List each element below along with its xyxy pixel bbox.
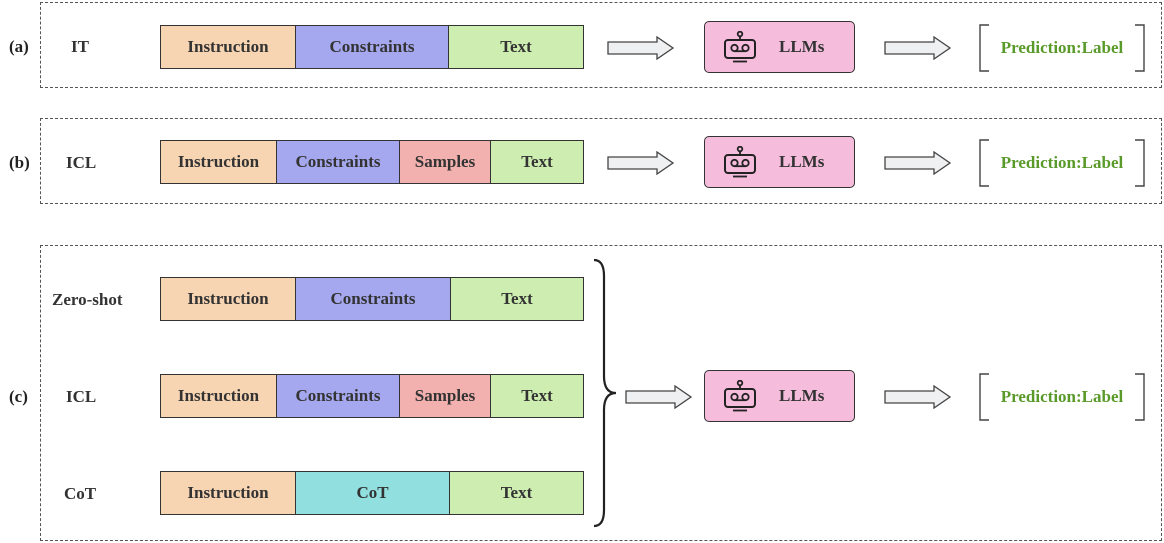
segment-constraints: Constraints (277, 141, 400, 183)
right-arrow-icon (884, 151, 952, 175)
right-arrow-icon (607, 151, 675, 175)
right-arrow-icon (884, 36, 952, 60)
segment-instruction: Instruction (161, 26, 296, 68)
segment-instruction: Instruction (161, 278, 296, 320)
prediction-output-c: Prediction:Label (978, 373, 1146, 421)
prompt-bar-it: Instruction Constraints Text (160, 25, 584, 69)
prompt-bar-zero-shot: Instruction Constraints Text (160, 277, 584, 321)
llm-box-c: LLMs (704, 370, 855, 422)
segment-samples: Samples (400, 375, 491, 417)
segment-instruction: Instruction (161, 472, 296, 514)
segment-text: Text (450, 472, 583, 514)
method-label-zero-shot: Zero-shot (52, 290, 123, 309)
panel-c (40, 245, 1162, 541)
method-label-it: IT (71, 37, 89, 56)
llm-label: LLMs (779, 152, 825, 171)
segment-instruction: Instruction (161, 375, 277, 417)
method-label-icl: ICL (66, 153, 97, 172)
segment-cot: CoT (296, 472, 450, 514)
panel-label-a: (a) (9, 37, 29, 56)
prediction-label: Prediction:Label (1000, 387, 1124, 406)
llm-label: LLMs (779, 386, 825, 405)
method-label-icl: ICL (66, 387, 97, 406)
right-arrow-icon (607, 36, 675, 60)
right-bracket-icon (1135, 139, 1145, 187)
segment-instruction: Instruction (161, 141, 277, 183)
right-bracket-icon (1135, 24, 1145, 72)
right-bracket-icon (1135, 373, 1145, 421)
segment-constraints: Constraints (277, 375, 400, 417)
llm-box-b: LLMs (704, 136, 855, 188)
prediction-output-b: Prediction:Label (978, 139, 1146, 187)
right-arrow-icon (625, 385, 693, 409)
segment-text: Text (491, 141, 583, 183)
panel-label-b: (b) (9, 153, 30, 172)
right-brace-icon (593, 258, 617, 528)
panel-a (40, 2, 1162, 88)
prediction-output-a: Prediction:Label (978, 24, 1146, 72)
segment-text: Text (491, 375, 583, 417)
left-bracket-icon (979, 373, 989, 421)
prompt-bar-icl: Instruction Constraints Samples Text (160, 140, 584, 184)
robot-icon (724, 380, 756, 412)
robot-icon (724, 31, 756, 63)
right-arrow-icon (884, 385, 952, 409)
panel-label-c: (c) (9, 387, 28, 406)
left-bracket-icon (979, 24, 989, 72)
panel-b (40, 118, 1162, 204)
segment-constraints: Constraints (296, 278, 451, 320)
method-label-cot: CoT (64, 484, 97, 503)
robot-icon (724, 146, 756, 178)
llm-label: LLMs (779, 37, 825, 56)
llm-box-a: LLMs (704, 21, 855, 73)
segment-text: Text (449, 26, 583, 68)
prediction-label: Prediction:Label (1000, 38, 1124, 57)
left-bracket-icon (979, 139, 989, 187)
segment-text: Text (451, 278, 583, 320)
segment-constraints: Constraints (296, 26, 449, 68)
prompt-bar-cot: Instruction CoT Text (160, 471, 584, 515)
prompt-bar-icl: Instruction Constraints Samples Text (160, 374, 584, 418)
segment-samples: Samples (400, 141, 491, 183)
prediction-label: Prediction:Label (1000, 153, 1124, 172)
